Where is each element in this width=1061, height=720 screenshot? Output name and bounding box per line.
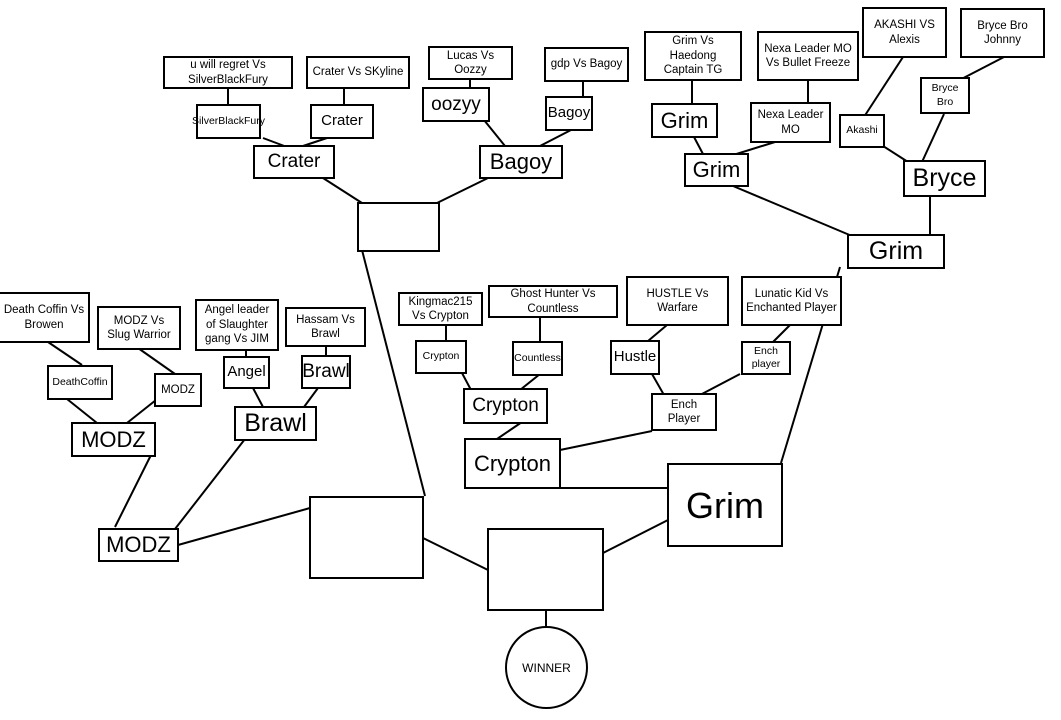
bracket-slot: oozyy [422, 87, 490, 122]
match-card: Death Coffin Vs Browen [0, 292, 90, 343]
bracket-slot: Grim [667, 463, 783, 547]
bracket-slot: MODZ [71, 422, 156, 457]
match-card: Hassam Vs Brawl [285, 307, 366, 347]
final-slot [487, 528, 604, 611]
bracket-slot: Hustle [610, 340, 660, 375]
bracket-slot: MODZ [154, 373, 202, 407]
bracket-slot: Angel [223, 356, 270, 389]
bracket-slot: Bagoy [545, 96, 593, 131]
bracket-slot: MODZ [98, 528, 179, 562]
match-card: HUSTLE Vs Warfare [626, 276, 729, 326]
bracket-slot: Ench player [741, 341, 791, 375]
bracket-slot: Crater [253, 145, 335, 179]
bracket-slot: Grim [684, 153, 749, 187]
bracket-slot: Crypton [463, 388, 548, 424]
match-card: MODZ Vs Slug Warrior [97, 306, 181, 350]
match-card: Nexa Leader MO Vs Bullet Freeze [757, 31, 859, 81]
match-card: Kingmac215 Vs Crypton [398, 292, 483, 326]
match-card: Grim Vs Haedong Captain TG [644, 31, 742, 81]
match-card: Lunatic Kid Vs Enchanted Player [741, 276, 842, 326]
bracket-slot: Grim [847, 234, 945, 269]
bracket-slot: Crater [310, 104, 374, 139]
match-card: Lucas Vs Oozzy [428, 46, 513, 80]
match-card: AKASHI VS Alexis [862, 7, 947, 58]
bracket-slot: Crypton [464, 438, 561, 489]
bracket-slot: Countless [512, 341, 563, 376]
bracket-slot: DeathCoffin [47, 365, 113, 400]
bracket-slot [357, 202, 440, 252]
bracket-slot [309, 496, 424, 579]
match-card: Bryce Bro Johnny [960, 8, 1045, 58]
match-card: Angel leader of Slaughter gang Vs JIM [195, 299, 279, 351]
bracket-slot: Nexa Leader MO [750, 102, 831, 143]
bracket-slot: Grim [651, 103, 718, 138]
bracket-slot: SilverBlackFury [192, 104, 265, 139]
match-card: Crater Vs SKyline [306, 56, 410, 89]
winner-circle: WINNER [505, 626, 588, 709]
bracket-slot: Crypton [415, 340, 467, 374]
bracket-slot: Brawl [301, 355, 351, 389]
bracket-slot: Ench Player [651, 393, 717, 431]
bracket-slot: Akashi [839, 114, 885, 148]
bracket-slot: Brawl [234, 406, 317, 441]
bracket-slot: Bryce [903, 160, 986, 197]
match-card: u will regret Vs SilverBlackFury [163, 56, 293, 89]
match-card: Ghost Hunter Vs Countless [488, 285, 618, 318]
bracket-slot: Bagoy [479, 145, 563, 179]
match-card: gdp Vs Bagoy [544, 47, 629, 82]
bracket-slot: Bryce Bro [920, 77, 970, 114]
